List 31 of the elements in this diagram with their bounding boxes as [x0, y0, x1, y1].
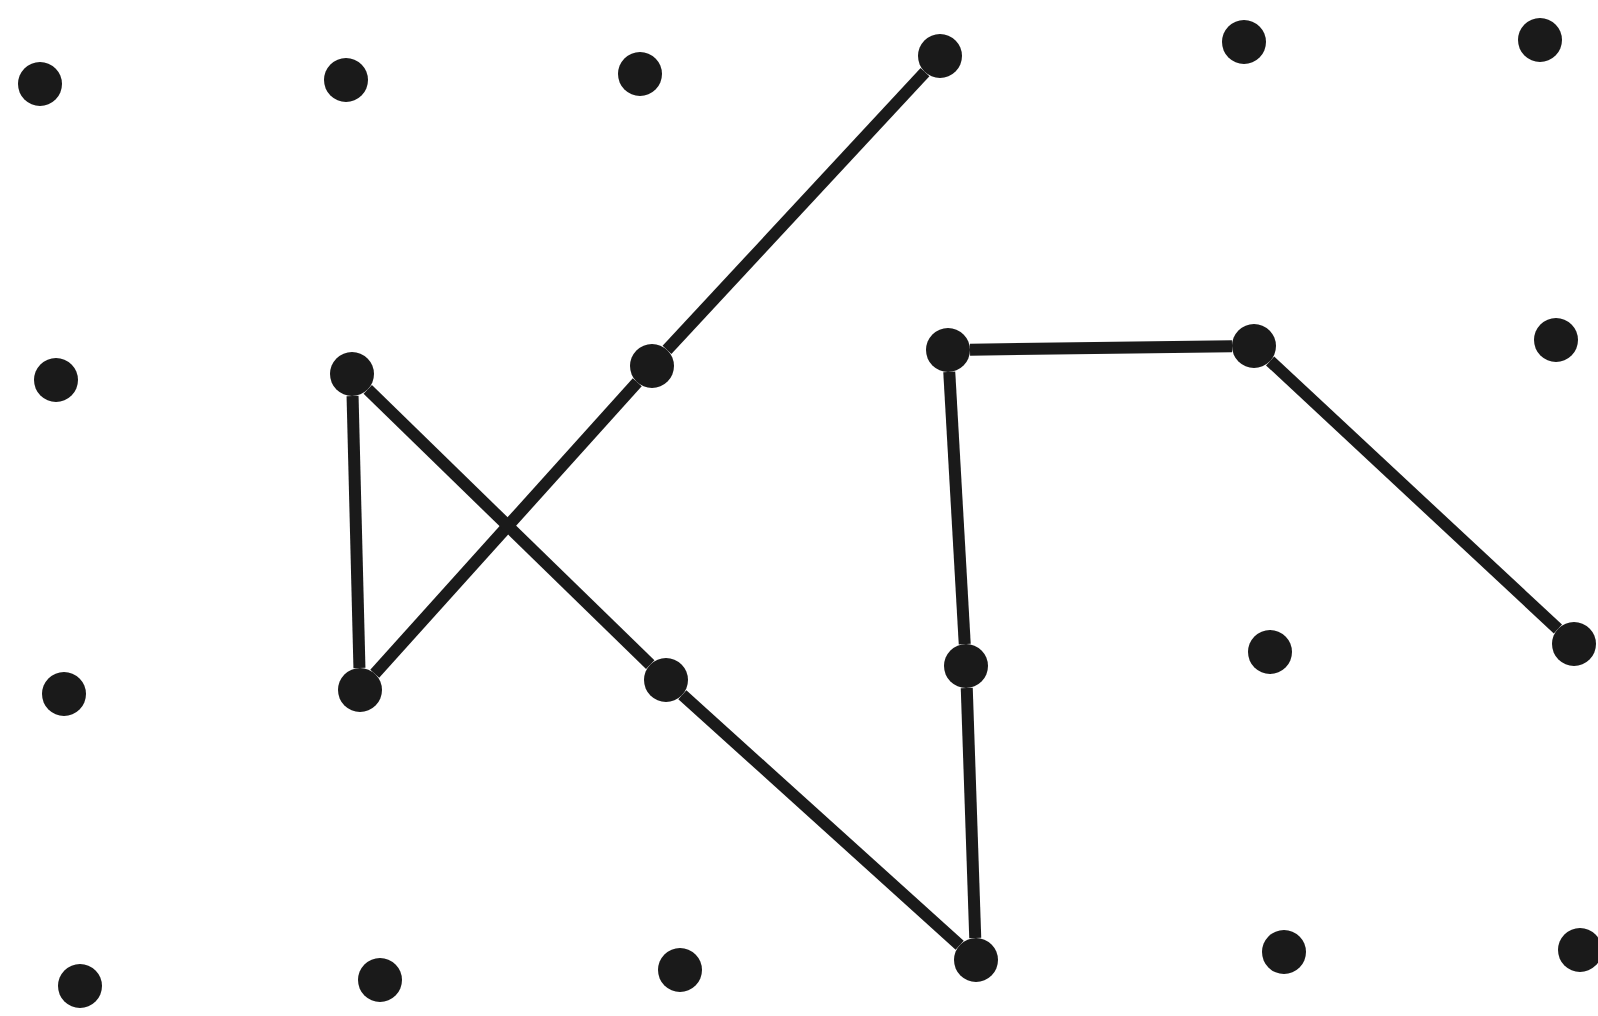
grid-dot [1248, 630, 1292, 674]
grid-dot [954, 938, 998, 982]
grid-dot [34, 358, 78, 402]
grid-dot [618, 52, 662, 96]
line-segment [969, 340, 1233, 356]
grid-dot [1558, 928, 1598, 972]
grid-dot [338, 668, 382, 712]
grid-dot [644, 658, 688, 702]
grid-dot [1552, 622, 1596, 666]
line-segment [662, 68, 930, 354]
grid-dot [58, 964, 102, 1008]
grid-dot [1518, 18, 1562, 62]
line-segment [346, 395, 366, 669]
grid-dot [944, 644, 988, 688]
grid-dot [1232, 324, 1276, 368]
grid-dot [330, 352, 374, 396]
grid-dot [630, 344, 674, 388]
line-segment [960, 687, 982, 939]
grid-dot [658, 948, 702, 992]
grid-dot [918, 34, 962, 78]
grid-dot [1222, 20, 1266, 64]
line-segment [678, 690, 964, 950]
grid-dot [1534, 318, 1578, 362]
line-segment [943, 371, 971, 645]
line-segment [1266, 356, 1562, 634]
grid-dot [358, 958, 402, 1002]
grid-dot [42, 672, 86, 716]
grid-dot [324, 58, 368, 102]
grid-dot [18, 62, 62, 106]
grid-dot [926, 328, 970, 372]
grid-dot [1262, 930, 1306, 974]
